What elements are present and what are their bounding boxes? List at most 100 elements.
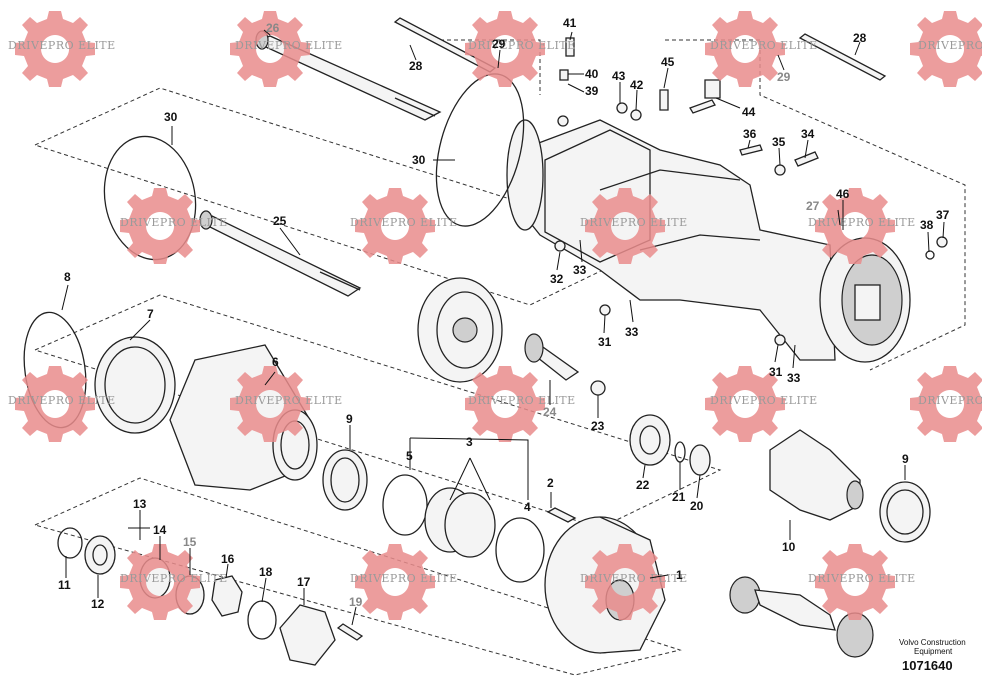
brand-line-1: Volvo Construction — [899, 638, 966, 647]
callout-15: 15 — [183, 535, 197, 549]
callout-32: 32 — [550, 272, 564, 286]
callout-42: 42 — [630, 78, 644, 92]
callout-40: 40 — [585, 67, 599, 81]
callout-18: 18 — [259, 565, 273, 579]
gear-20 — [689, 444, 711, 476]
callout-26: 26 — [266, 21, 280, 35]
callout-23: 23 — [591, 419, 605, 433]
callout-39: 39 — [585, 84, 599, 98]
frame-left-lower — [33, 477, 682, 676]
callout-37: 37 — [936, 208, 950, 222]
axle-thumbnail — [729, 576, 874, 658]
bolt-32 — [554, 240, 566, 252]
callout-21: 21 — [672, 490, 686, 504]
washer-23 — [590, 380, 606, 396]
callout-numbers: 1 2 3 4 5 6 7 8 9 9 10 11 12 13 14 15 16… — [58, 16, 950, 611]
ring-5 — [382, 474, 428, 536]
bolt-31b — [774, 334, 786, 346]
callout-46: 46 — [836, 187, 850, 201]
ring-7-inner — [104, 346, 166, 424]
watermark-text: DRIVEPRO ELITE — [580, 216, 688, 229]
callout-2: 2 — [547, 476, 554, 490]
frame-top-right — [665, 39, 966, 371]
caption-block: Volvo Construction Equipment 1071640 — [899, 638, 966, 673]
frame-top-mid — [440, 39, 541, 95]
axle-housing — [506, 115, 911, 363]
callout-33-mid: 33 — [625, 325, 639, 339]
callout-5: 5 — [406, 449, 413, 463]
watermark-text: DRIVEPRO ELITE — [468, 394, 576, 407]
callout-31-left: 31 — [598, 335, 612, 349]
callout-3: 3 — [466, 435, 473, 449]
callout-29-right: 29 — [777, 70, 791, 84]
cover-17 — [279, 604, 336, 666]
watermark-text: DRIVEPRO ELITE — [8, 394, 116, 407]
watermark-text: DRIVEPRO ELITE — [918, 394, 982, 407]
frame-left-middle — [33, 294, 722, 529]
callout-9-left: 9 — [346, 412, 353, 426]
washer-43 — [616, 102, 628, 114]
callout-30-right: 30 — [412, 153, 426, 167]
callout-11: 11 — [58, 578, 71, 592]
callout-33-right: 33 — [787, 371, 801, 385]
callout-25: 25 — [273, 214, 287, 228]
callout-22: 22 — [636, 478, 650, 492]
nut-16 — [211, 575, 243, 617]
callout-14: 14 — [153, 523, 167, 537]
callout-8: 8 — [64, 270, 71, 284]
watermark-text: DRIVEPRO ELITE — [120, 216, 228, 229]
sensor-44 — [704, 79, 721, 99]
callout-7: 7 — [147, 307, 154, 321]
gear-22 — [629, 414, 671, 466]
plug-42 — [630, 109, 642, 121]
brand-line-2: Equipment — [914, 647, 953, 656]
watermark-text: DRIVEPRO ELITE — [235, 394, 343, 407]
callout-17: 17 — [297, 575, 311, 589]
leader-lines — [61, 29, 945, 626]
bolt-31a — [599, 304, 611, 316]
callout-12: 12 — [91, 597, 105, 611]
callout-34: 34 — [801, 127, 815, 141]
callout-38: 38 — [920, 218, 934, 232]
o-ring-18 — [247, 600, 277, 640]
drive-shaft-26 — [253, 30, 442, 121]
callout-24: 24 — [543, 405, 557, 419]
callout-27: 27 — [806, 199, 820, 213]
washer-35 — [774, 164, 786, 176]
watermark-text: DRIVEPRO ELITE — [918, 39, 982, 52]
callout-33-left: 33 — [573, 263, 587, 277]
callout-4: 4 — [524, 500, 531, 514]
seal-9-left — [322, 449, 368, 511]
washer-11 — [57, 527, 83, 559]
callout-13: 13 — [133, 497, 147, 511]
bolt-2 — [546, 507, 577, 523]
callout-19: 19 — [349, 595, 363, 609]
callout-30-left: 30 — [164, 110, 178, 124]
callout-1: 1 — [676, 568, 683, 582]
plug-40 — [559, 69, 569, 81]
watermark-text: DRIVEPRO ELITE — [808, 216, 916, 229]
callout-16: 16 — [221, 552, 235, 566]
callout-28-right: 28 — [853, 31, 867, 45]
ring-3b — [444, 492, 496, 558]
rod-28-right — [798, 33, 887, 81]
watermark-text: DRIVEPRO ELITE — [120, 572, 228, 585]
bolt-34 — [794, 151, 819, 167]
watermark-text: DRIVEPRO ELITE — [710, 394, 818, 407]
callout-36: 36 — [743, 127, 757, 141]
callout-6: 6 — [272, 355, 279, 369]
callout-10: 10 — [782, 540, 796, 554]
document-number: 1071640 — [902, 658, 953, 673]
callout-44: 44 — [742, 105, 756, 119]
callout-9-right: 9 — [902, 452, 909, 466]
callout-41: 41 — [563, 16, 577, 30]
ring-4 — [495, 517, 545, 583]
callout-31-right: 31 — [769, 365, 783, 379]
callout-28-left: 28 — [409, 59, 423, 73]
callout-29-left: 29 — [492, 37, 506, 51]
ring-7-outer — [94, 336, 176, 434]
drive-shaft-25 — [198, 210, 362, 297]
breather-45 — [659, 89, 669, 111]
callout-20: 20 — [690, 499, 704, 513]
